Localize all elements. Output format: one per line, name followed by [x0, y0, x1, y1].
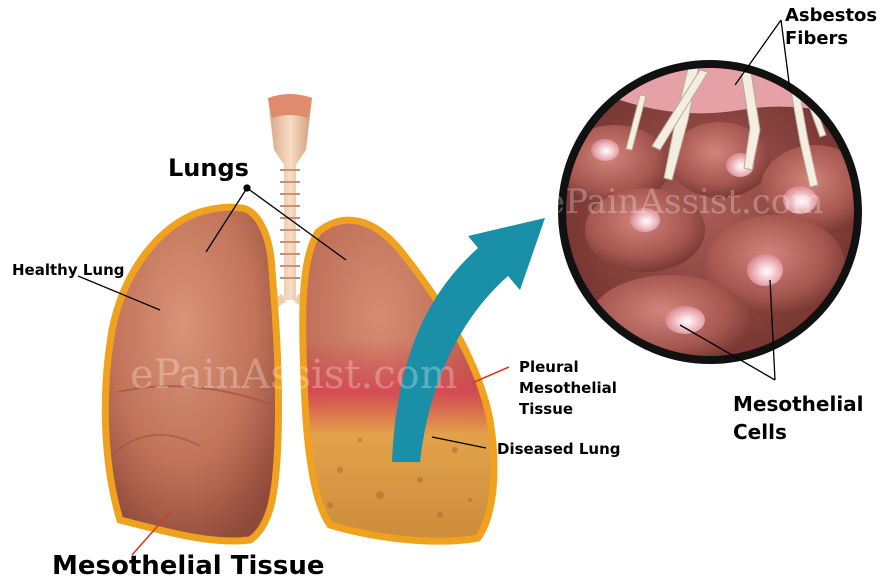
label-mesothelial-cells: Mesothelial Cells	[733, 390, 864, 446]
label-lungs: Lungs	[168, 154, 249, 182]
watermark: ePainAssist.com	[130, 352, 458, 398]
label-asbestos-fibers: Asbestos Fibers	[785, 4, 877, 50]
label-mesothelial-tissue: Mesothelial Tissue	[52, 551, 325, 581]
label-pleural-mesothelial-tissue: Pleural Mesothelial Tissue	[519, 357, 617, 420]
watermark: ePainAssist.com	[545, 182, 824, 222]
label-healthy-lung: Healthy Lung	[12, 261, 125, 279]
label-diseased-lung: Diseased Lung	[497, 440, 621, 458]
